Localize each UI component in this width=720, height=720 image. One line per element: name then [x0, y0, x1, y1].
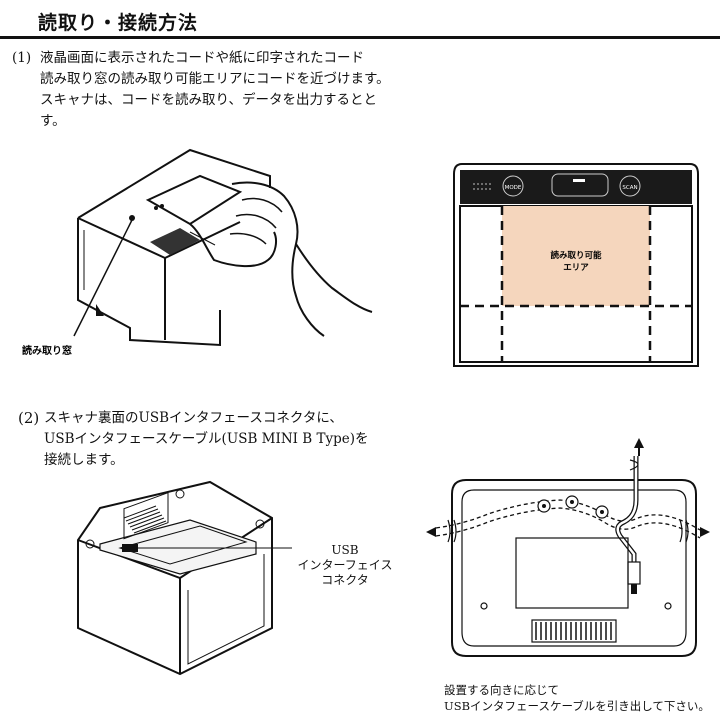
usb-connector-label-2: インターフェイス [297, 558, 393, 572]
readable-area-label-2: エリア [563, 263, 589, 273]
step2-line-1: スキャナ裏面のUSBインタフェースコネクタに、 [44, 410, 343, 426]
reading-area-panel: MODE SCAN 読み取り可能 エリア [453, 163, 699, 367]
usb-connector-label-1: USB [331, 543, 359, 557]
step1-line-3: スキャナは、コードを読み取り、データを出力するとと [40, 92, 377, 108]
arrow-left-icon [426, 527, 436, 537]
reading-window-label: 読み取り窓 [22, 344, 72, 357]
step2-number: (2) [18, 409, 40, 427]
step2-text: (2) スキャナ裏面のUSBインタフェースコネクタに、 USBインタフェースケー… [18, 408, 369, 471]
step2-line-3: 接続します。 [44, 452, 124, 468]
cable-routing-note: 設置する向きに応じて USBインタフェースケーブルを引き出して下さい。 [444, 682, 710, 714]
step1-line-1: 液晶画面に表示されたコードや紙に印字されたコード [40, 50, 364, 66]
cable-routing-note-2: USBインタフェースケーブルを引き出して下さい。 [444, 699, 710, 713]
arrow-right-icon [700, 527, 710, 537]
step2-line-2: USBインタフェースケーブル(USB MINI B Type)を [44, 431, 369, 447]
usb-connector-label-3: コネクタ [321, 573, 369, 587]
scanner-hand-illustration: 読み取り窓 [22, 148, 373, 357]
readable-area-label-1: 読み取り可能 [550, 250, 602, 261]
cable-routing-illustration [426, 438, 710, 657]
mode-button-label: MODE [505, 185, 522, 191]
usb-connector-label: USB インターフェイス コネクタ [290, 543, 400, 588]
step1-line-4: す。 [40, 113, 66, 129]
title-rule [0, 36, 720, 39]
scanner-underside-illustration [77, 480, 292, 676]
cable-routing-note-1: 設置する向きに応じて [444, 683, 559, 697]
scan-button-label: SCAN [622, 185, 637, 191]
step1-number: (1) [12, 50, 32, 66]
page-title: 読取り・接続方法 [38, 12, 199, 34]
arrow-up-icon [634, 438, 644, 448]
step1-text: (1) 液晶画面に表示されたコードや紙に印字されたコード 読み取り窓の読み取り可… [12, 48, 390, 132]
step1-line-2: 読み取り窓の読み取り可能エリアにコードを近づけます。 [40, 71, 390, 87]
